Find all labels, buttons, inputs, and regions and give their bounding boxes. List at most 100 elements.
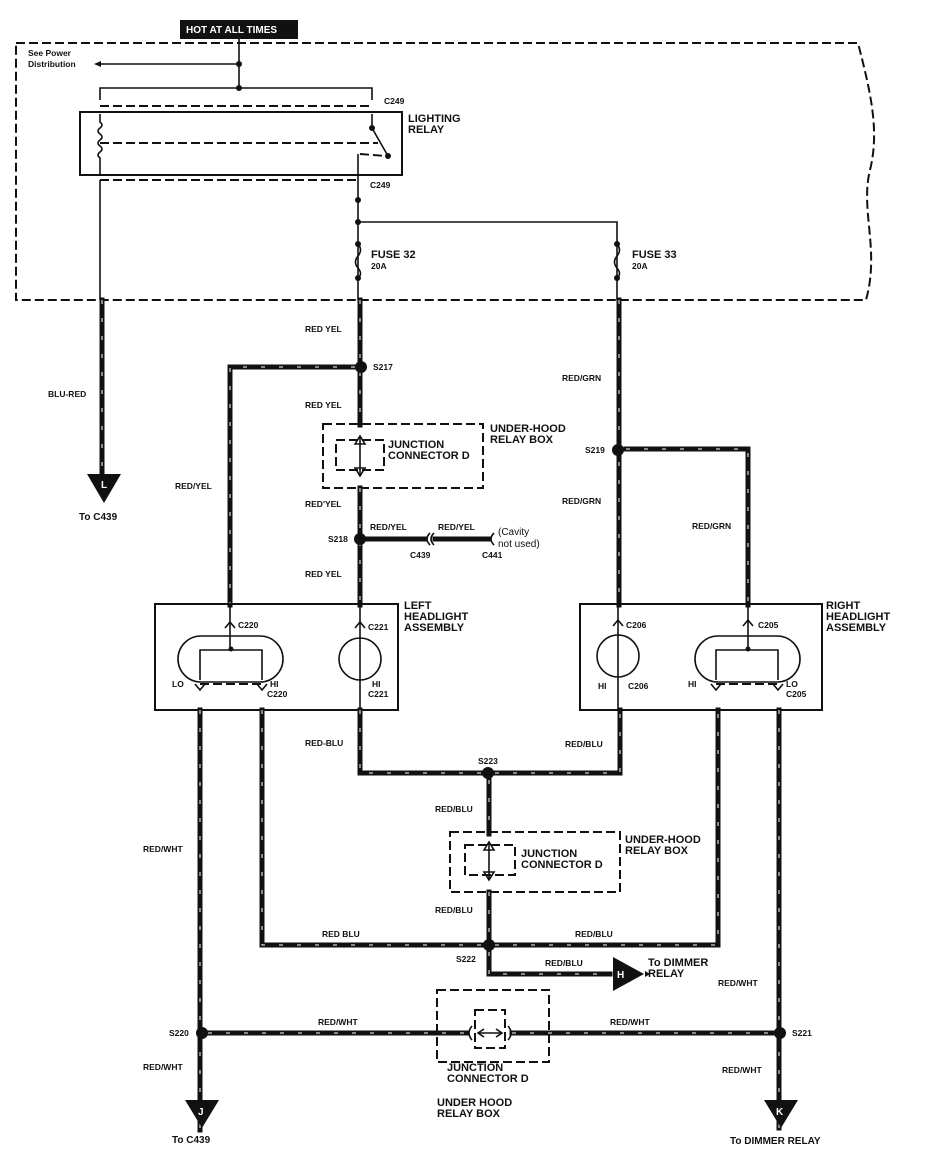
right-headlight-label: HEADLIGHT <box>826 611 890 623</box>
right-headlight-assembly <box>579 603 823 711</box>
terminal-k <box>764 1100 798 1128</box>
wire-label-red-blu: RED/BLU <box>575 929 613 939</box>
relay-box-label: RELAY BOX <box>437 1108 501 1120</box>
splice-s222 <box>483 939 495 951</box>
wire-label-red-grn: RED/GRN <box>562 496 601 506</box>
wire-label-red-yel: RED'YEL <box>305 499 342 509</box>
fuse-32-icon <box>354 243 362 279</box>
splice-s218 <box>354 533 366 545</box>
wire-label-red-wht: RED/WHT <box>610 1017 650 1027</box>
wire-label-red-yel: RED YEL <box>305 324 342 334</box>
terminal-l-destination: To C439 <box>79 512 118 523</box>
splice-s220 <box>196 1027 208 1039</box>
cavity-note: (Cavity <box>498 527 529 538</box>
splice-s219 <box>612 444 624 456</box>
hi-label: HI <box>598 681 607 691</box>
connector-c249-top: C249 <box>384 96 405 106</box>
wire-label-red-yel: RED/YEL <box>438 522 475 532</box>
right-headlight-label: ASSEMBLY <box>826 622 887 634</box>
wire-label-red-blu: RED-BLU <box>305 738 343 748</box>
junction-connector-d-3 <box>474 1009 506 1049</box>
relay-switch-icon <box>371 114 389 157</box>
wire-label-red-yel: RED YEL <box>305 569 342 579</box>
relay-box-label: RELAY BOX <box>490 434 554 446</box>
left-headlight-label: HEADLIGHT <box>404 611 468 623</box>
splice-s217 <box>355 361 367 373</box>
junction-connector-label: CONNECTOR D <box>521 859 603 871</box>
hi-label: HI <box>372 679 381 689</box>
wire-label-red-yel: RED/YEL <box>370 522 407 532</box>
fuse-32-label: FUSE 32 <box>371 249 416 261</box>
power-distribution-frame <box>15 42 876 301</box>
hot-at-all-times-badge: HOT AT ALL TIMES <box>180 20 298 39</box>
terminal-l <box>87 474 121 503</box>
wire-label-red-wht: RED/WHT <box>143 1062 183 1072</box>
under-hood-relay-box-1 <box>322 423 484 489</box>
cavity-note: not used) <box>498 539 540 550</box>
left-headlight-label: ASSEMBLY <box>404 622 465 634</box>
terminal-h <box>613 957 644 991</box>
splice-s218-label: S218 <box>328 534 348 544</box>
connector-c220-bottom: C220 <box>267 689 288 699</box>
distribution-label: Distribution <box>28 59 76 69</box>
wire-label-red-yel: RED YEL <box>305 400 342 410</box>
lo-label: LO <box>786 679 798 689</box>
connector-c205-bottom: C205 <box>786 689 807 699</box>
splice-s221 <box>774 1027 786 1039</box>
connector-c220-top: C220 <box>238 620 259 630</box>
right-headlight-label: RIGHT <box>826 600 861 612</box>
wire-label-red-wht: RED/WHT <box>143 844 183 854</box>
terminal-j-destination: To C439 <box>172 1135 211 1146</box>
terminal-l-letter: L <box>101 480 107 491</box>
connector-c221-top: C221 <box>368 622 389 632</box>
junction-connector-label: CONNECTOR D <box>447 1073 529 1085</box>
splice-s223 <box>482 767 494 779</box>
relay-box-label: UNDER-HOOD <box>490 423 566 435</box>
lo-label: LO <box>172 679 184 689</box>
connector-c439: C439 <box>410 550 431 560</box>
terminal-j <box>185 1100 219 1128</box>
fuse-32-rating: 20A <box>371 261 387 271</box>
hi-label: HI <box>688 679 697 689</box>
arrow-left-icon <box>94 61 101 67</box>
wire-label-red-wht: RED/WHT <box>722 1065 762 1075</box>
terminal-h-destination: To DIMMER <box>648 957 708 969</box>
relay-box-label: UNDER-HOOD <box>625 834 701 846</box>
hi-label: HI <box>270 679 279 689</box>
junction-connector-label: JUNCTION <box>447 1062 503 1074</box>
wire-label-red-blu: RED BLU <box>322 929 360 939</box>
relay-coil-icon <box>97 114 103 174</box>
relay-feed-wire <box>99 87 373 100</box>
connector-c205-top: C205 <box>758 620 779 630</box>
junction-connector-label: CONNECTOR D <box>388 450 470 462</box>
wire-label-red-wht: RED/WHT <box>718 978 758 988</box>
wire-label-blu-red: BLU-RED <box>48 389 86 399</box>
junction-connector-label: JUNCTION <box>521 848 577 860</box>
wire-label-red-blu: RED/BLU <box>565 739 603 749</box>
connector-c221-bottom: C221 <box>368 689 389 699</box>
splice-s221-label: S221 <box>792 1028 812 1038</box>
junction-connector-label: JUNCTION <box>388 439 444 451</box>
splice-s220-label: S220 <box>169 1028 189 1038</box>
under-hood-relay-box-3 <box>436 989 550 1063</box>
connector-c206-bottom: C206 <box>628 681 649 691</box>
terminal-j-letter: J <box>198 1107 204 1118</box>
terminal-k-destination: To DIMMER RELAY <box>730 1136 821 1147</box>
splice-s217-label: S217 <box>373 362 393 372</box>
lighting-relay-label: LIGHTING <box>408 113 461 125</box>
relay-label: RELAY <box>408 124 445 136</box>
fuse-33-label: FUSE 33 <box>632 249 677 261</box>
under-hood-relay-box-2 <box>449 831 621 893</box>
wire-label-red-grn: RED/GRN <box>692 521 731 531</box>
wire-label-red-blu: RED/BLU <box>545 958 583 968</box>
relay-box-label: RELAY BOX <box>625 845 689 857</box>
splice-s223-label: S223 <box>478 756 498 766</box>
relay-box-label: UNDER HOOD <box>437 1097 512 1109</box>
fuse-33-icon <box>613 243 621 279</box>
connector-c206-top: C206 <box>626 620 647 630</box>
connector-c441: C441 <box>482 550 503 560</box>
connector-c249-bottom: C249 <box>370 180 391 190</box>
terminal-h-destination: RELAY <box>648 968 685 980</box>
wire-label-red-blu: RED/BLU <box>435 804 473 814</box>
